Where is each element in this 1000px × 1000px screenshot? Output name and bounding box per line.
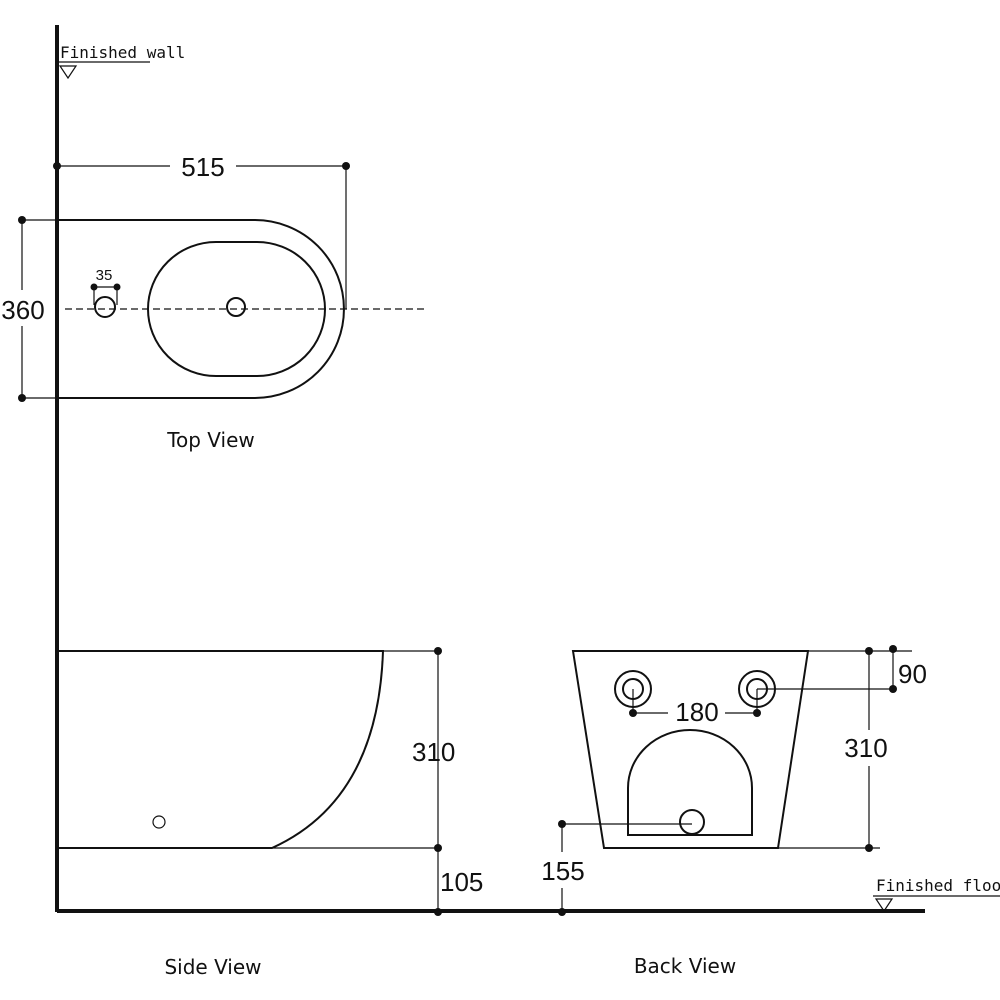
dim-top-length: 515 bbox=[181, 152, 224, 182]
top-view: 35 515 360 Top View bbox=[1, 152, 425, 452]
back-view-caption: Back View bbox=[634, 954, 736, 978]
side-inlet-circle bbox=[152, 815, 166, 829]
dim-bolt-spacing: 180 bbox=[675, 697, 718, 727]
finished-floor: Finished floor bbox=[57, 876, 1000, 913]
dim-side-floor-gap: 105 bbox=[440, 867, 483, 897]
dim-inlet: 35 bbox=[96, 267, 113, 284]
finished-wall-label: Finished wall bbox=[60, 43, 185, 62]
finished-floor-label: Finished floor bbox=[876, 876, 1000, 895]
dim-top-width: 360 bbox=[1, 295, 44, 325]
finished-wall: Finished wall bbox=[55, 25, 185, 912]
back-view: 180 155 90 310 Back View bbox=[541, 645, 927, 978]
drain-circle bbox=[226, 297, 246, 317]
side-view: 310 105 Side View bbox=[57, 647, 483, 979]
top-view-caption: Top View bbox=[166, 428, 255, 452]
side-view-outline bbox=[57, 650, 385, 849]
inlet-circle bbox=[94, 296, 116, 318]
dim-side-height: 310 bbox=[412, 737, 455, 767]
floor-marker-icon bbox=[874, 898, 894, 913]
dim-outlet-height: 155 bbox=[541, 856, 584, 886]
outlet-circle bbox=[679, 809, 705, 835]
wall-marker-icon bbox=[58, 65, 78, 80]
side-view-caption: Side View bbox=[164, 955, 261, 979]
back-view-arch bbox=[627, 729, 753, 836]
dim-bolt-top: 90 bbox=[898, 659, 927, 689]
dim-back-height: 310 bbox=[844, 733, 887, 763]
